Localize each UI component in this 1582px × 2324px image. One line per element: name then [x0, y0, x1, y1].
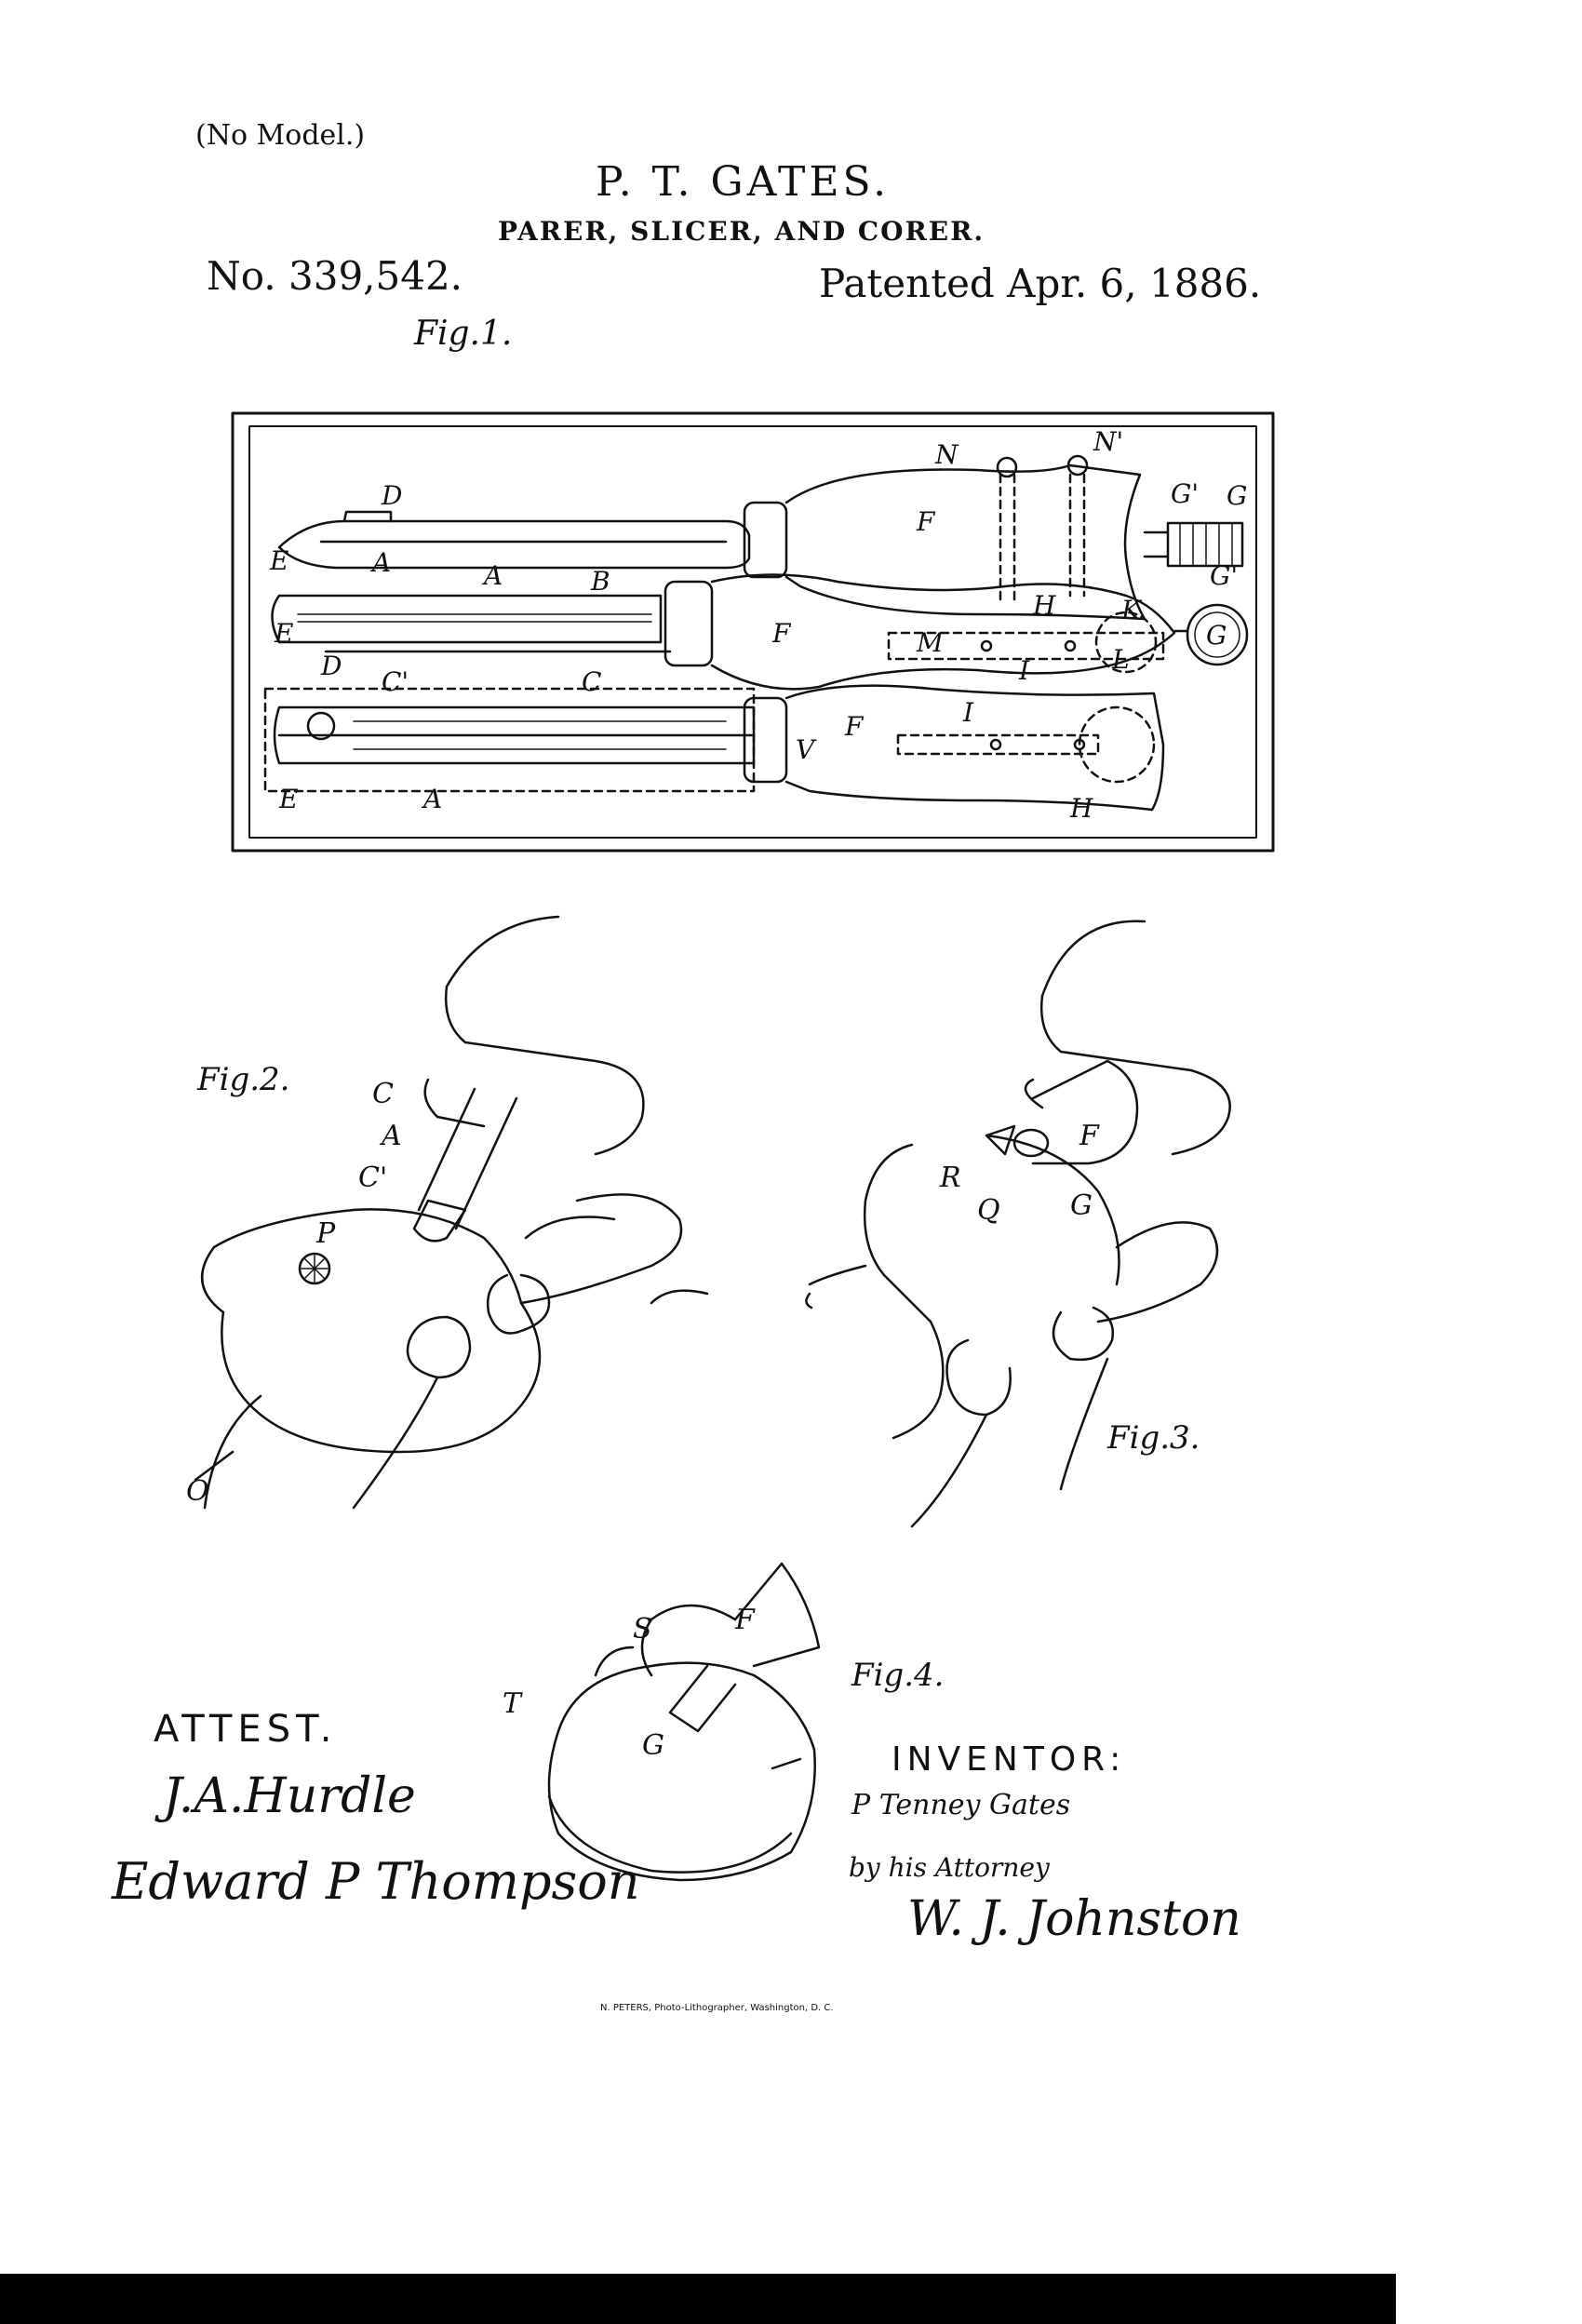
- fig2-letter: O: [186, 1475, 209, 1508]
- fig1-letter: A: [481, 560, 503, 591]
- fig1-letter: H: [1032, 590, 1056, 621]
- inventor-label: INVENTOR:: [892, 1740, 1127, 1779]
- fig2-letter: C: [372, 1078, 394, 1110]
- fig1-tool-bottom: [263, 684, 1165, 812]
- fig1-letter: A: [421, 784, 442, 814]
- witness-signature-1: J.A.Hurdle: [163, 1768, 416, 1824]
- fig2-drawing: [194, 915, 709, 1510]
- by-attorney-note: by his Attorney: [849, 1852, 1050, 1883]
- fig1-reference-letters: D E A A B F F F N N' G' G G' H K M L G I…: [269, 426, 1247, 824]
- fig1-letter: E: [274, 618, 293, 649]
- fig3-drawing: [805, 920, 1231, 1528]
- fig1-letter: G: [1227, 480, 1247, 511]
- witness-signature-2: Edward P Thompson: [112, 1852, 640, 1911]
- fig1-letter: I: [1018, 655, 1030, 686]
- fig1-letter: I: [962, 697, 974, 728]
- fig1-letter: C: [582, 666, 601, 697]
- printer-credit: N. PETERS, Photo-Lithographer, Washingto…: [600, 2003, 834, 2013]
- fig4-reference-letters: S F T G: [503, 1604, 756, 1762]
- fig2-letter: P: [315, 1217, 336, 1250]
- fig1-letter: H: [1069, 793, 1093, 824]
- patent-title: PARER, SLICER, AND CORER.: [498, 216, 985, 247]
- fig2-letter: C': [358, 1162, 387, 1194]
- figure-1-label: Fig.1.: [414, 315, 513, 353]
- fig3-letter: Q: [977, 1194, 1000, 1227]
- attest-label: ATTEST.: [154, 1708, 338, 1751]
- fig1-letter: G': [1171, 478, 1199, 509]
- fig1-letter: L: [1111, 644, 1130, 675]
- fig2-reference-letters: C A C' P O: [186, 1078, 402, 1508]
- fig4-letter: T: [503, 1687, 523, 1720]
- fig1-letter: F: [771, 618, 792, 649]
- fig4-letter: S: [633, 1613, 652, 1646]
- figure-3-label: Fig.3.: [1107, 1419, 1200, 1457]
- fig3-letter: F: [1079, 1120, 1100, 1152]
- figure-2-label: Fig.2.: [197, 1061, 290, 1098]
- scan-border-bar: [0, 2274, 1396, 2324]
- patent-number: No. 339,542.: [207, 253, 463, 299]
- fig1-inner-frame: [248, 425, 1257, 839]
- fig4-letter: F: [734, 1604, 756, 1636]
- inventor-signature: P Tenney Gates: [851, 1789, 1071, 1821]
- fig1-letter: F: [916, 506, 936, 537]
- fig3-letter: G: [1070, 1189, 1093, 1222]
- fig1-outer-frame: [231, 411, 1275, 853]
- no-model-note: (No Model.): [195, 119, 366, 152]
- fig1-tool-middle: [271, 573, 1249, 691]
- attorney-signature: W. J. Johnston: [907, 1891, 1241, 1947]
- fig4-drawing: [547, 1562, 821, 1882]
- fig3-letter: R: [939, 1162, 961, 1194]
- fig1-letter: G: [1206, 620, 1227, 651]
- inventor-heading: P. T. GATES.: [596, 158, 891, 206]
- fig1-letter: M: [916, 627, 945, 658]
- fig3-reference-letters: F R Q G: [939, 1120, 1100, 1227]
- fig1-letter: E: [278, 784, 298, 814]
- fig1-tool-top: [277, 454, 1244, 621]
- fig1-letter: F: [844, 711, 865, 742]
- fig4-letter: G: [642, 1729, 664, 1762]
- figure-4-label: Fig.4.: [851, 1657, 945, 1694]
- fig1-letter: N: [934, 439, 959, 470]
- fig1-letter: C': [382, 666, 409, 697]
- fig1-letter: D: [320, 651, 342, 681]
- fig1-letter: N': [1093, 426, 1123, 457]
- fig2-letter: A: [379, 1120, 402, 1152]
- patent-date: Patented Apr. 6, 1886.: [819, 261, 1262, 306]
- fig1-letter: B: [590, 566, 610, 597]
- fig1-letter: G': [1210, 560, 1238, 591]
- fig1-letter: K: [1120, 595, 1143, 625]
- fig1-letter: D: [381, 480, 402, 511]
- fig1-letter: E: [269, 545, 288, 576]
- fig1-letter: A: [369, 547, 391, 578]
- fig1-letter: V: [796, 734, 817, 765]
